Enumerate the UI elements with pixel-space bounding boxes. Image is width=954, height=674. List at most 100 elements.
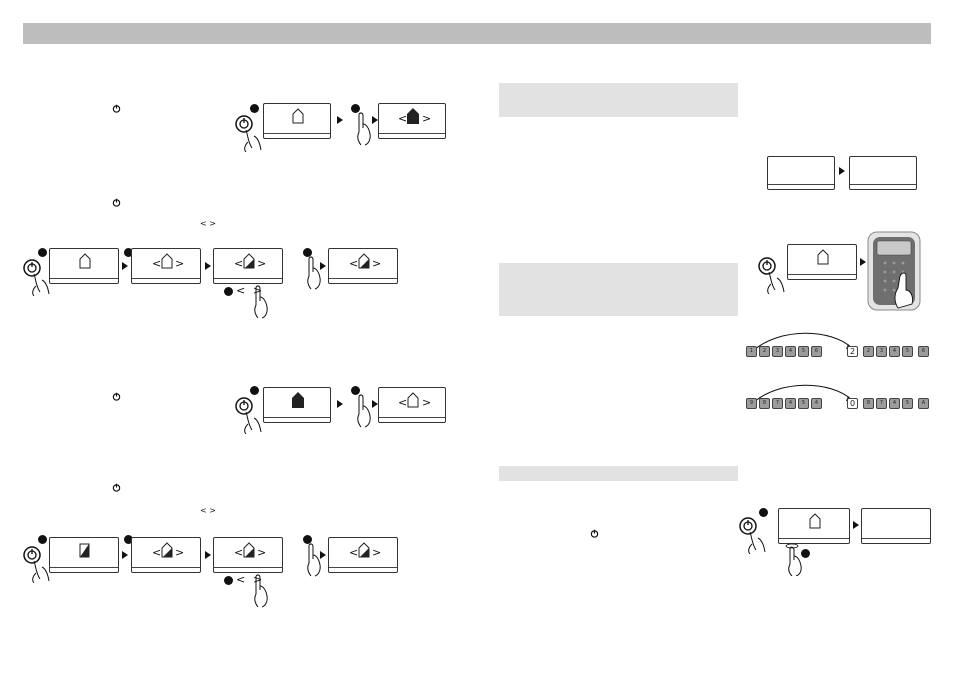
display-screen: [778, 508, 850, 544]
code-digit: 7: [876, 398, 887, 409]
nav-right-label: >: [422, 396, 432, 409]
nav-right-label: >: [372, 257, 382, 270]
step-dot: [38, 248, 47, 257]
code-digit: 2: [863, 346, 874, 357]
display-screen: < >: [131, 537, 201, 573]
nav-right-label: >: [175, 257, 185, 270]
code-digit: 3: [876, 346, 887, 357]
nav-right-label: >: [257, 546, 267, 559]
hand-pointer-icon: [357, 394, 371, 428]
power-hand-icon: [23, 259, 50, 296]
nav-left-label: <: [398, 112, 408, 125]
house-icon: [809, 513, 821, 529]
hand-pointer-icon: [307, 256, 321, 290]
power-hand-icon: [23, 546, 50, 583]
nav-right-label: >: [372, 546, 382, 559]
flow-arrow: [372, 116, 378, 124]
display-screen: [263, 103, 331, 139]
nav-left-label: <: [349, 257, 359, 270]
step-dot: [250, 104, 259, 113]
house-icon: [292, 108, 304, 124]
code-digit: 5: [902, 398, 913, 409]
flow-arrow: [320, 551, 326, 559]
nav-left-label: <: [234, 546, 244, 559]
code-digit: 5: [798, 346, 809, 357]
flow-arrow: [205, 262, 211, 270]
hand-pointer-icon: [254, 285, 268, 319]
nav-left-label: <: [234, 257, 244, 270]
power-hand-icon: [739, 517, 766, 554]
flow-arrow: [122, 551, 128, 559]
step-dot: [351, 104, 360, 113]
nav-left-label: <: [236, 284, 246, 297]
step-dot: [224, 576, 233, 585]
step-dot: [303, 248, 312, 257]
power-hand-icon: [758, 257, 785, 294]
step-dot: [224, 287, 233, 296]
code-digit: 8: [759, 398, 770, 409]
house-icon: [161, 253, 173, 269]
display-screen: [767, 156, 835, 190]
code-digit: 8: [863, 398, 874, 409]
display-screen: < >: [378, 103, 446, 139]
code-digit: A: [918, 398, 929, 409]
code-digit: 4: [785, 346, 796, 357]
code-digit: 4: [889, 398, 900, 409]
code-digit: 4: [811, 398, 822, 409]
power-icon: [112, 104, 121, 113]
flow-arrow: [337, 116, 343, 124]
step-dot: [303, 535, 312, 544]
code-digit: 5: [902, 346, 913, 357]
nav-arrows-text: < >: [200, 506, 216, 515]
keypad-device-icon: [867, 231, 921, 311]
flow-arrow: [205, 551, 211, 559]
flow-arrow: [839, 167, 845, 175]
header-bar: [23, 23, 931, 44]
nav-left-label: <: [152, 546, 162, 559]
display-screen: [49, 248, 119, 284]
display-screen: < >: [378, 387, 446, 423]
code-digit: 1: [746, 346, 757, 357]
display-screen: < >: [213, 537, 283, 573]
flow-arrow: [860, 258, 866, 266]
power-hand-icon: [235, 115, 262, 152]
nav-right-label: >: [422, 112, 432, 125]
code-digit: 7: [772, 398, 783, 409]
nav-right-label: >: [253, 284, 263, 297]
flow-arrow: [122, 262, 128, 270]
power-icon: [112, 392, 121, 401]
nav-right-label: >: [257, 257, 267, 270]
nav-right-label: >: [175, 546, 185, 559]
section-box-1: [499, 83, 738, 117]
flow-arrow: [320, 262, 326, 270]
code-digit: 4: [889, 346, 900, 357]
power-hand-icon: [235, 397, 262, 434]
house-half-icon: [358, 542, 370, 558]
nav-right-label: >: [253, 573, 263, 586]
display-screen: [861, 508, 931, 544]
hand-pointer-icon: [357, 112, 371, 146]
step-dot: [351, 386, 360, 395]
house-icon: [79, 253, 91, 269]
display-screen: < >: [131, 248, 201, 284]
flow-arrow: [853, 521, 859, 529]
flow-arrow: [337, 400, 343, 408]
house-icon: [407, 392, 419, 408]
hand-pressing-button-icon: [785, 543, 802, 576]
step-dot: [124, 248, 133, 257]
power-icon: [112, 198, 121, 207]
display-screen: < >: [213, 248, 283, 284]
hand-pointer-icon: [254, 574, 268, 608]
code-digit-selected: 0: [847, 398, 858, 409]
code-digit: 4: [785, 398, 796, 409]
nav-left-label: <: [398, 396, 408, 409]
flow-arrow: [372, 400, 378, 408]
step-dot: [759, 508, 768, 517]
hand-pointer-icon: [307, 543, 321, 577]
display-screen: < >: [328, 248, 398, 284]
house-filled-icon: [407, 108, 419, 124]
house-half-icon: [161, 542, 173, 558]
nav-arrows-text: < >: [200, 219, 216, 228]
display-screen: [263, 387, 331, 423]
nav-left-label: <: [236, 573, 246, 586]
